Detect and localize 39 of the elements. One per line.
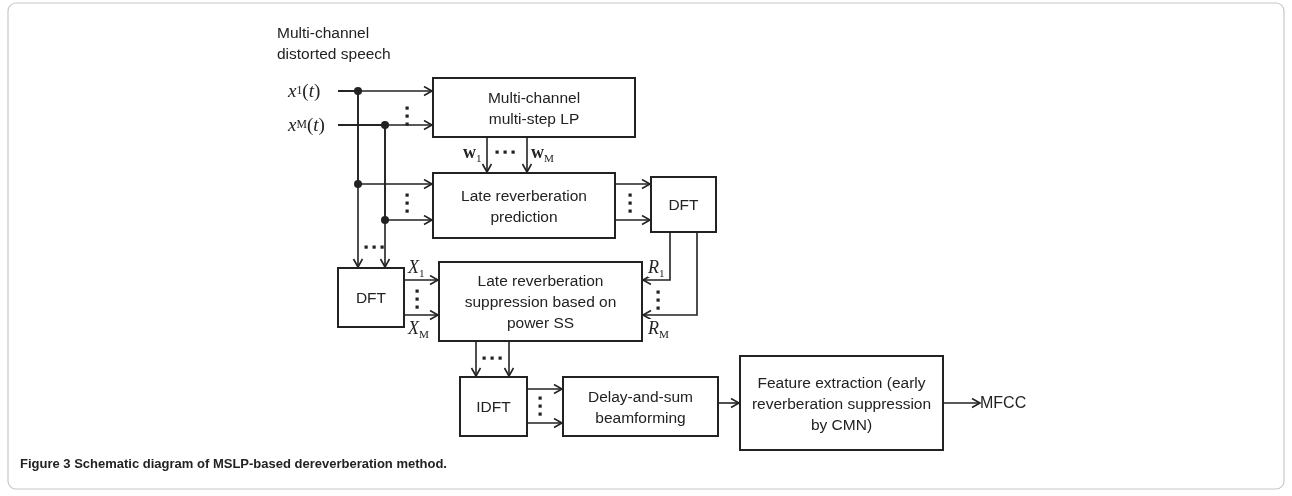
process-box [432,77,636,138]
arrow [337,124,391,268]
edge-label: R$_{M}$ [648,319,669,338]
box-label: Delay-and-sum beamforming [586,386,695,428]
arrow [404,274,439,286]
arrow [642,232,671,286]
arrow [404,309,439,321]
arrow [503,341,515,377]
process-box [432,172,616,239]
arrow [521,137,533,173]
box-label: Late reverberation prediction [460,185,588,227]
arrow [527,417,563,429]
arrow [527,383,563,395]
box-label: DFT [668,195,699,215]
arrow [615,214,651,226]
process-box [337,267,405,328]
arrow [615,178,651,190]
process-box [459,376,528,437]
box-label: IDFT [476,397,511,417]
box-label: Feature extraction (early reverberation suppression by CMN) [750,372,933,435]
box-label: DFT [355,288,387,308]
edge-label: X$_{M}$ [408,319,429,338]
arrow [642,232,698,321]
output-label: MFCC [980,392,1040,414]
process-box [739,355,944,451]
arrow [943,397,981,409]
arrow [481,137,493,173]
edge-label: X$_{1}$ [408,258,425,277]
process-box [650,176,717,233]
box-label: Late reverberation suppression based on power SS [463,271,618,333]
process-box [438,261,643,342]
figure-caption: Figure 3 Schematic diagram of MSLP-based dereverberation method. [20,456,447,471]
box-label: Multi-channel multi-step LP [486,87,582,129]
arrow [718,397,740,409]
arrow [470,341,482,377]
arrow [337,90,364,268]
input-caption: Multi-channel distorted speech [277,23,392,64]
process-box [562,376,719,437]
edge-label: R$_{1}$ [648,258,665,277]
